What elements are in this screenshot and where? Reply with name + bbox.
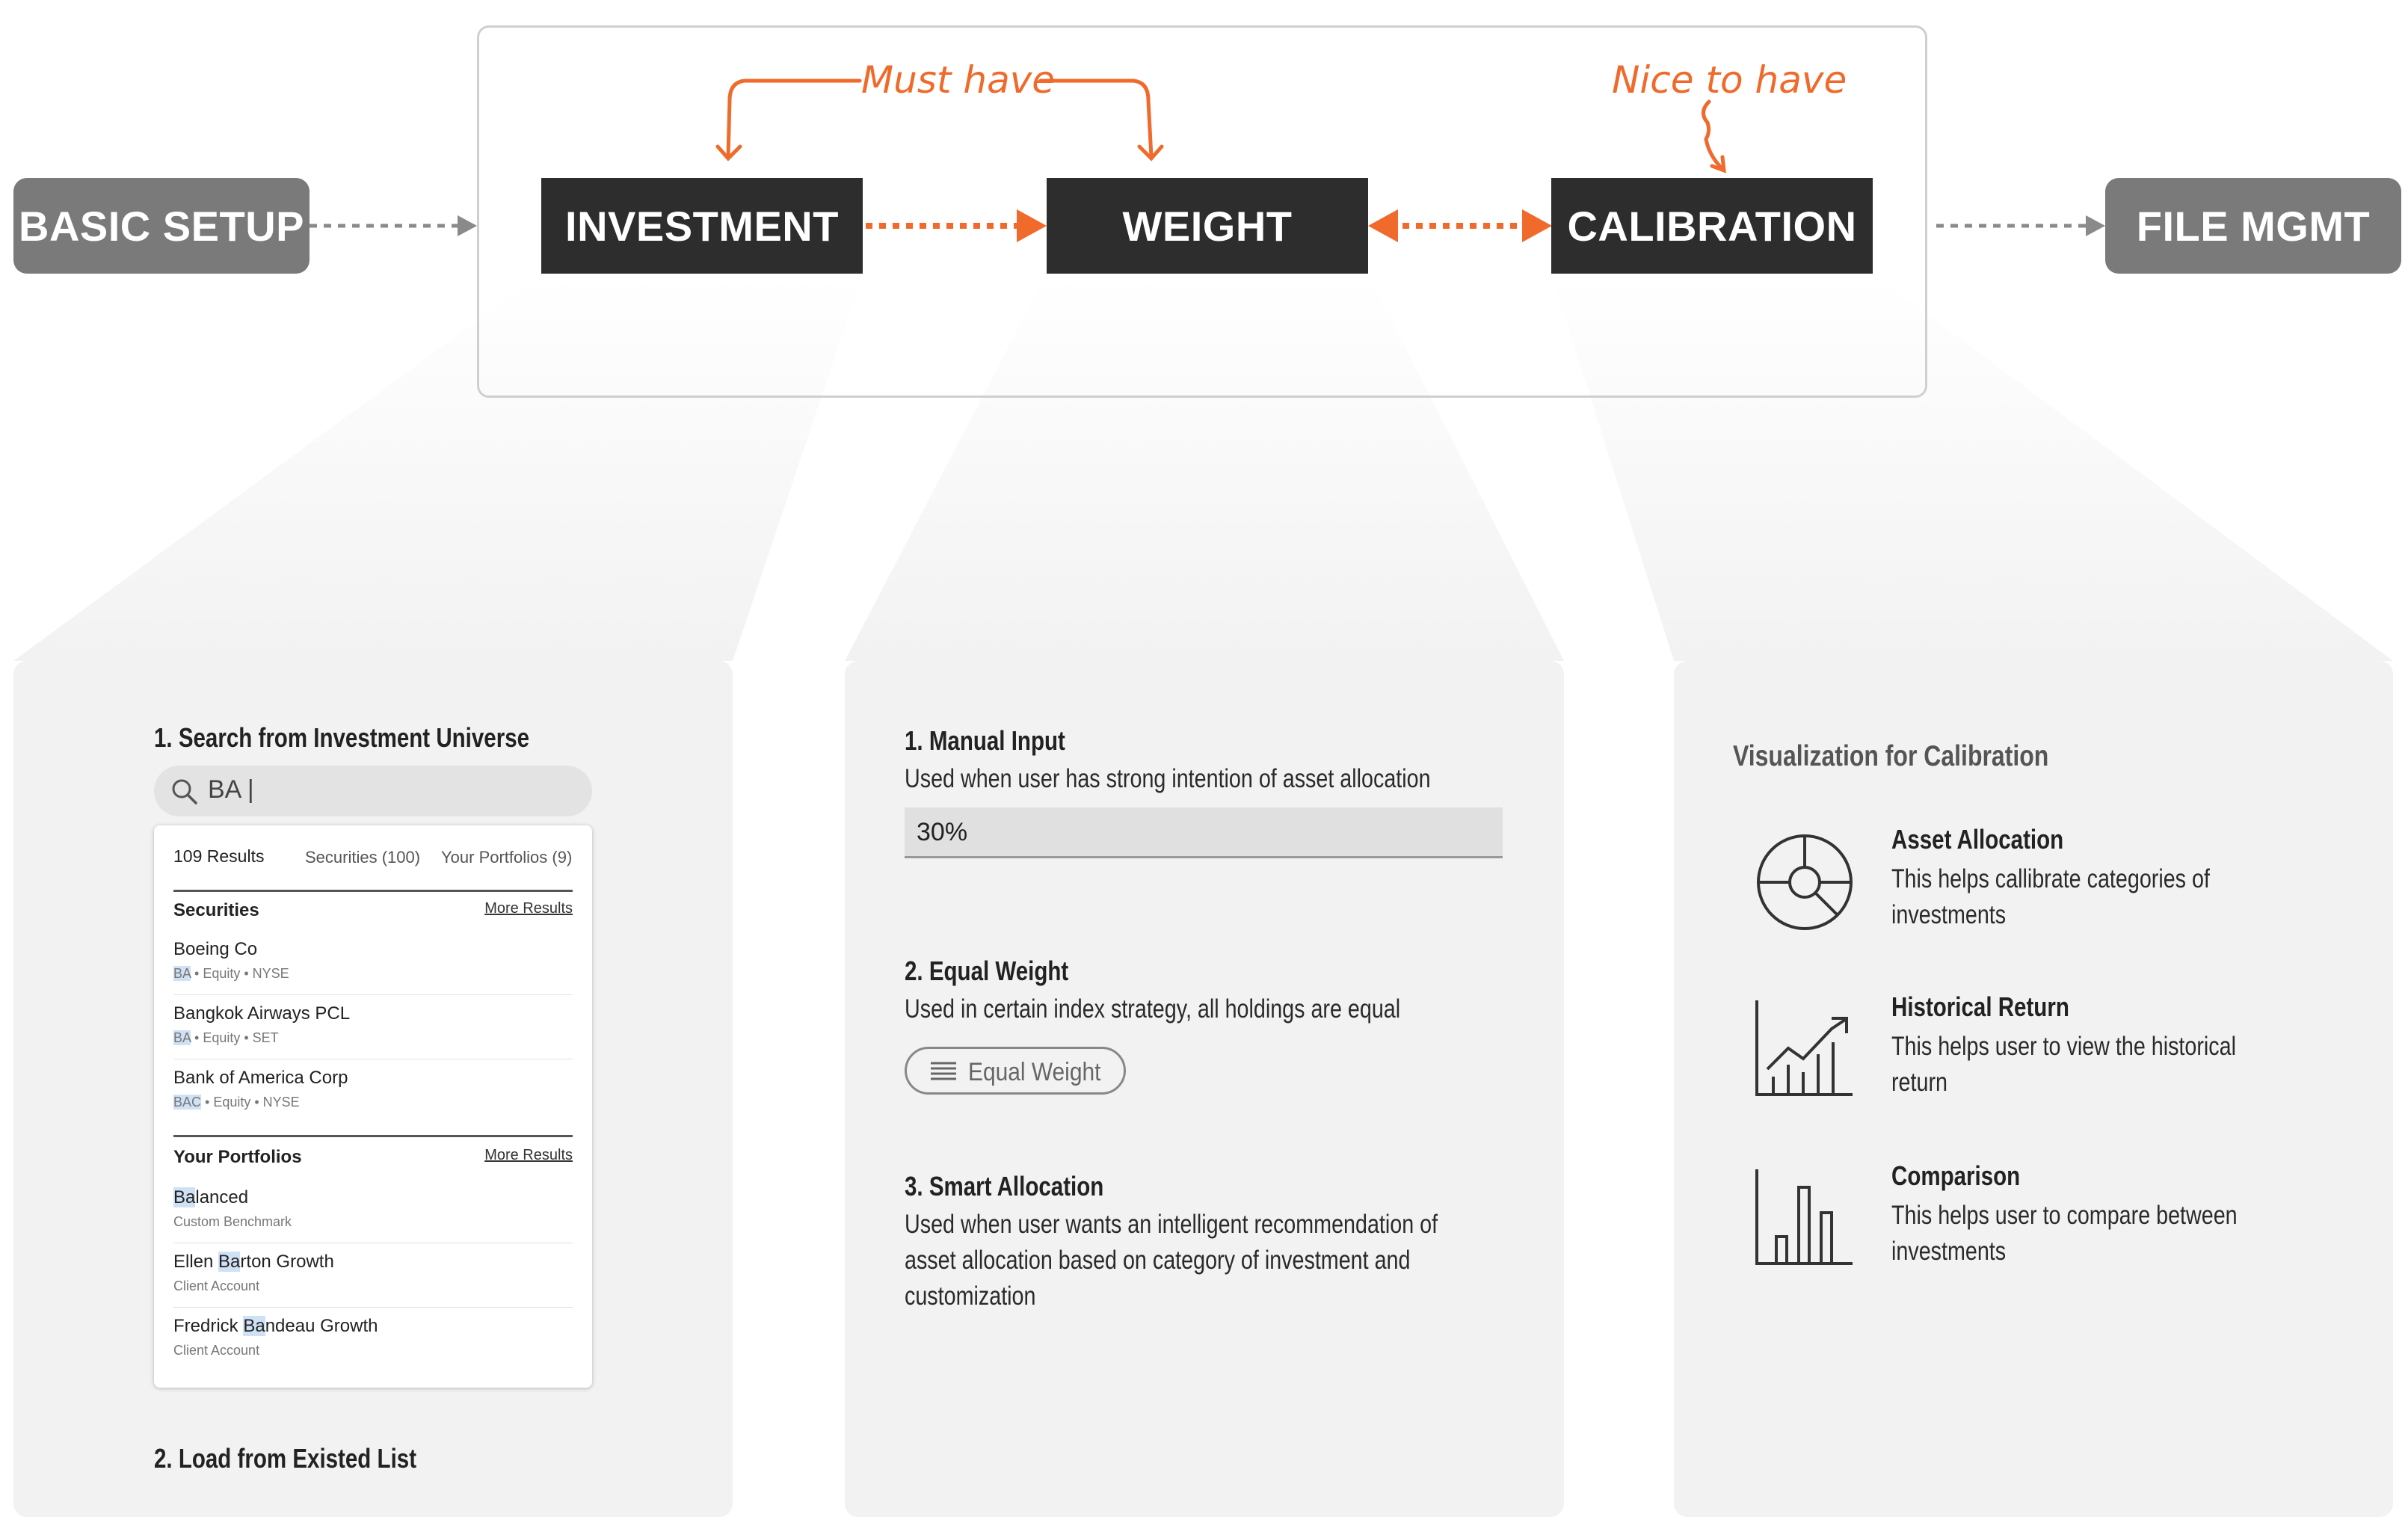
search-step-title: 1. Search from Investment Universe [154, 722, 530, 753]
search-value: BA | [208, 775, 254, 804]
search-results-dropdown: 109 Results Securities (100) Your Portfo… [154, 825, 592, 1388]
tab-all-results[interactable]: 109 Results [173, 846, 265, 866]
equal-weight-button[interactable]: Equal Weight [905, 1047, 1126, 1095]
historical-return-title: Historical Return [1891, 991, 2069, 1022]
calibration-panel-title: Visualization for Calibration [1733, 740, 2049, 772]
portfolio-type: Client Account [173, 1278, 260, 1293]
orange-arrow-investment-weight [866, 209, 1047, 242]
divider [173, 890, 573, 892]
orange-arrow-weight-calibration [1368, 209, 1552, 242]
asset-allocation-desc: This helps callibrate categories of inve… [1891, 864, 2210, 929]
gray-connector-right [1936, 215, 2105, 236]
must-have-label: Must have [861, 58, 1056, 102]
securities-more-results-link[interactable]: More Results [484, 900, 573, 917]
equal-weight-title: 2. Equal Weight [905, 956, 1069, 986]
manual-input-title: 1. Manual Input [905, 725, 1065, 756]
asset-allocation-title: Asset Allocation [1891, 824, 2064, 855]
list-lines-icon [931, 1062, 956, 1080]
gray-connector-left [310, 215, 477, 236]
nice-to-have-label: Nice to have [1612, 58, 1847, 102]
tab-securities[interactable]: Securities (100) [305, 848, 421, 867]
investment-node[interactable]: INVESTMENT [541, 178, 863, 274]
divider [173, 994, 573, 995]
search-icon [172, 779, 197, 804]
smart-allocation-desc: Used when user wants an intelligent reco… [905, 1210, 1438, 1311]
security-meta: BA • Equity • NYSE [173, 966, 289, 981]
portfolio-name: Balanced [173, 1187, 249, 1207]
file-mgmt-node[interactable]: FILE MGMT [2105, 178, 2401, 274]
portfolio-name: Fredrick Bandeau Growth [173, 1316, 378, 1336]
security-meta: BAC • Equity • NYSE [173, 1095, 300, 1110]
security-name: Boeing Co [173, 939, 258, 959]
equal-weight-label: Equal Weight [968, 1058, 1101, 1086]
security-name: Bangkok Airways PCL [173, 1003, 351, 1024]
load-list-step-title[interactable]: 2. Load from Existed List [154, 1443, 417, 1474]
must-have-bracket [715, 79, 1164, 161]
portfolios-section-title: Your Portfolios [173, 1147, 302, 1167]
historical-return-desc: This helps user to view the historical r… [1891, 1032, 2236, 1097]
security-meta: BA • Equity • SET [173, 1030, 279, 1045]
manual-weight-value: 30% [917, 818, 968, 846]
nice-to-have-arrow [1702, 99, 1726, 173]
weight-node[interactable]: WEIGHT [1047, 178, 1368, 274]
security-name: Bank of America Corp [173, 1068, 348, 1088]
equal-weight-desc: Used in certain index strategy, all hold… [905, 994, 1401, 1024]
calibration-panel [1674, 661, 2393, 1517]
basic-setup-node[interactable]: BASIC SETUP [13, 178, 310, 274]
portfolio-type: Client Account [173, 1343, 260, 1358]
portfolio-name: Ellen Barton Growth [173, 1252, 334, 1272]
comparison-title: Comparison [1891, 1160, 2021, 1191]
smart-allocation-title: 3. Smart Allocation [905, 1171, 1104, 1201]
pie-chart-icon [1757, 834, 1853, 930]
securities-section-title: Securities [173, 900, 259, 920]
divider [173, 1307, 573, 1308]
portfolio-type: Custom Benchmark [173, 1214, 292, 1229]
portfolios-more-results-link[interactable]: More Results [484, 1147, 573, 1163]
calibration-node[interactable]: CALIBRATION [1551, 178, 1873, 274]
divider [173, 1135, 573, 1137]
comparison-desc: This helps user to compare between inves… [1891, 1201, 2238, 1266]
line-chart-icon [1755, 1000, 1853, 1096]
bar-chart-icon [1755, 1169, 1853, 1265]
core-steps-frame [477, 25, 1927, 398]
tab-your-portfolios[interactable]: Your Portfolios (9) [441, 848, 573, 867]
manual-weight-input[interactable]: 30% [905, 807, 1503, 858]
search-input[interactable]: BA | [154, 766, 592, 816]
manual-input-desc: Used when user has strong intention of a… [905, 764, 1431, 793]
